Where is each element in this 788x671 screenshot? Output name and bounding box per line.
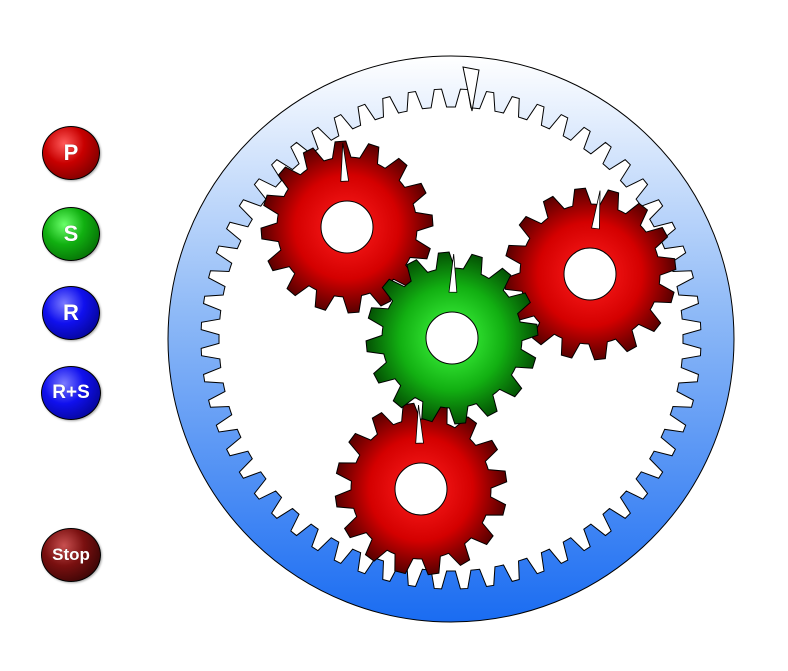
planet-gear-icon[interactable] bbox=[260, 140, 434, 314]
sun-gear-icon[interactable] bbox=[365, 251, 539, 425]
planet-gear-icon[interactable] bbox=[334, 402, 508, 576]
ring-gear-icon[interactable] bbox=[167, 55, 735, 623]
planet-pointer-icon bbox=[340, 143, 350, 182]
ring-pointer-icon bbox=[462, 66, 480, 112]
sun-pointer-icon bbox=[448, 253, 458, 293]
planet-pointer-icon bbox=[415, 404, 424, 444]
planet-pointer-icon bbox=[591, 190, 601, 230]
planet-gear-icon[interactable] bbox=[503, 187, 677, 361]
